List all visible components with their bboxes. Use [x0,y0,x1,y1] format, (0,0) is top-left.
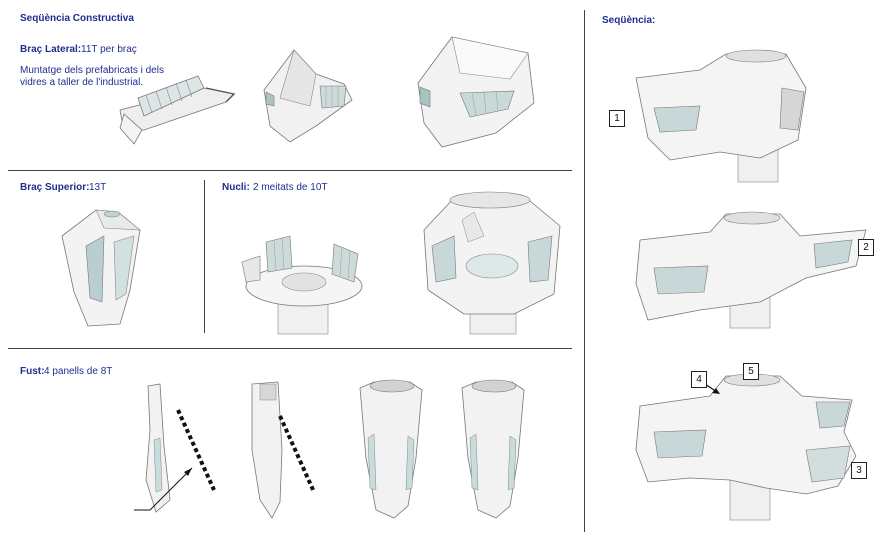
brac-superior-label: Braç Superior: [20,182,90,193]
upper-arm-figure [61,209,141,327]
lateral-arm-partial-figure [263,49,353,143]
step-3-box: 3 [851,462,867,479]
nucli-label: Nucli: [222,182,250,193]
brac-lateral-value: 11T per braç [81,44,137,55]
sequence-step-1-figure [635,49,807,183]
page-title: Seqüència Constructiva [20,13,134,24]
step-1-box: 1 [609,110,625,127]
sequence-title: Seqüència: [602,15,656,26]
sequence-step-3-figure [635,373,857,521]
step-5-box: 5 [743,363,759,380]
divider-row1 [8,170,572,171]
core-half-figure [241,235,363,335]
lateral-arm-frame-figure [119,75,236,145]
step-2-box: 2 [858,239,874,256]
divider-col [204,180,205,333]
sequence-step-2-figure [635,211,867,329]
core-assembled-figure [423,191,561,335]
divider-main [584,10,585,532]
brac-lateral-note: Muntatge dels prefabricats i dels vidres… [20,65,164,88]
lateral-arm-complete-figure [417,36,535,148]
shaft-panels-figure [134,381,316,519]
shaft-assembled-figure [359,379,525,519]
brac-superior-value: 13T [89,182,107,193]
fust-value: 4 panells de 8T [44,366,113,377]
divider-row2 [8,348,572,349]
brac-lateral-label: Braç Lateral: [20,44,82,55]
step-4-box: 4 [691,371,707,388]
fust-label: Fust: [20,366,45,377]
nucli-value: 2 meitats de 10T [253,182,328,193]
